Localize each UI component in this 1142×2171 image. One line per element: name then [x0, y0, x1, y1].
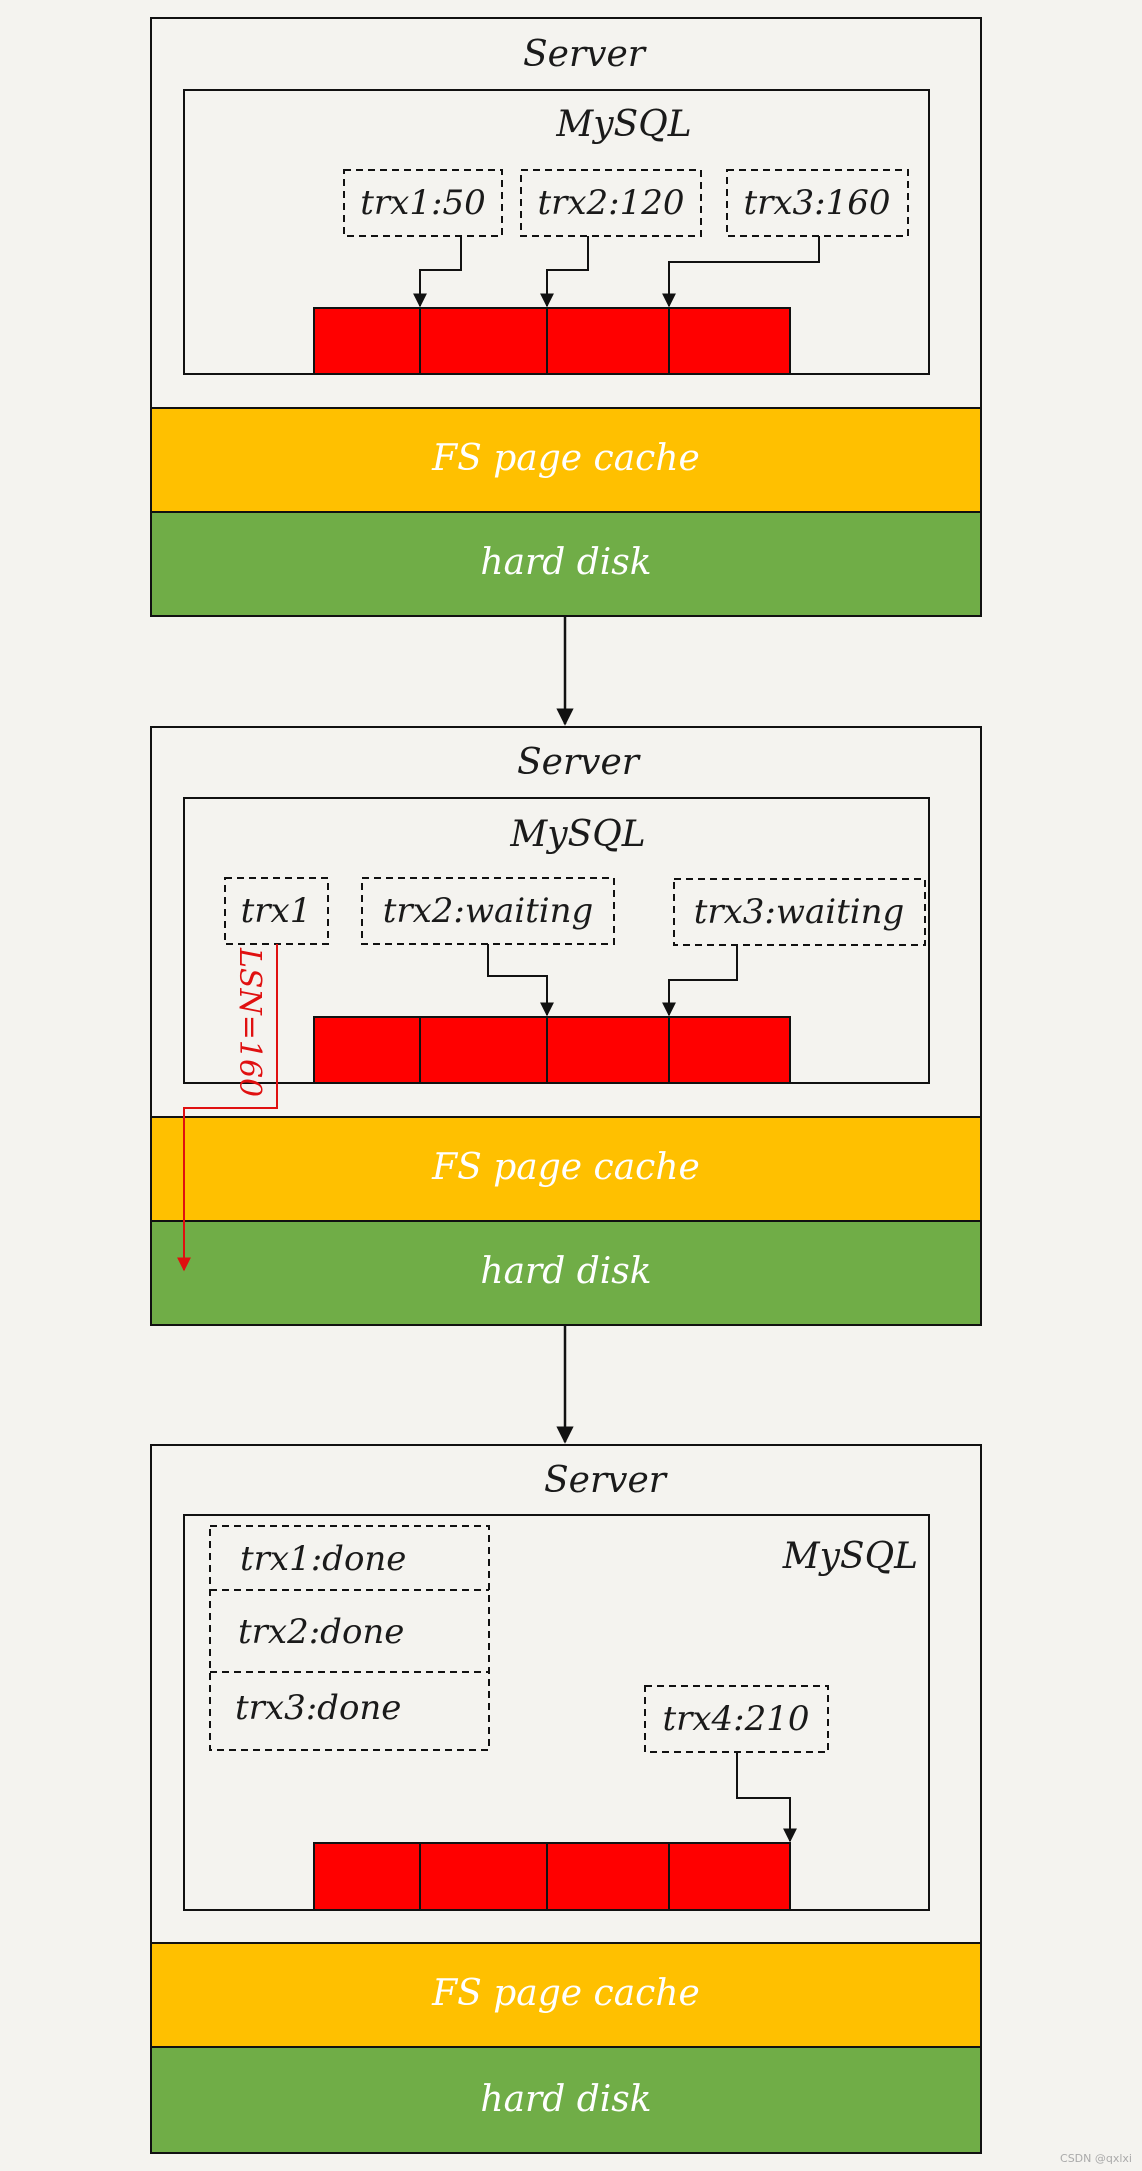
page-cache-label: FS page cache — [431, 438, 700, 479]
trx-box: trx3:160 — [726, 169, 909, 237]
server-label: Server — [523, 34, 647, 75]
log-buffer — [313, 307, 791, 375]
trx-label: trx4:210 — [662, 1699, 809, 1739]
write-arrow — [662, 945, 738, 1017]
trx-box: trx1 — [224, 877, 329, 945]
mysql-label: MySQL — [509, 814, 645, 855]
trx-label: trx3:160 — [743, 183, 890, 223]
write-arrow — [540, 236, 589, 308]
write-arrow — [487, 944, 554, 1017]
done-trx-label: trx1:done — [240, 1539, 406, 1579]
log-buffer — [313, 1016, 791, 1084]
trx-box: trx2:120 — [520, 169, 702, 237]
trx-label: trx2:120 — [537, 183, 684, 223]
page-cache-label: FS page cache — [431, 1973, 700, 2014]
trx-label: trx1 — [241, 891, 312, 931]
hard-disk-band — [150, 511, 982, 617]
write-arrow — [413, 236, 462, 308]
done-trx-label: trx3:done — [235, 1688, 401, 1728]
hard-disk-label: hard disk — [480, 1251, 651, 1292]
page-cache-label: FS page cache — [431, 1147, 700, 1188]
trx-box: trx3:waiting — [673, 878, 926, 946]
hard-disk-label: hard disk — [480, 2079, 651, 2120]
write-arrow — [736, 1752, 797, 1843]
hard-disk-label: hard disk — [480, 542, 651, 583]
hard-disk-band — [150, 1220, 982, 1326]
write-arrow — [662, 236, 820, 308]
panel-2: Server MySQL trx1 trx2:waiting trx3:wait… — [150, 726, 982, 1326]
trx-label: trx1:50 — [360, 183, 485, 223]
server-label: Server — [544, 1460, 668, 1501]
hard-disk-band — [150, 2046, 982, 2154]
done-list: trx1:done trx2:done trx3:done — [209, 1525, 490, 1751]
panel-3: Server MySQL trx1:done trx2:done trx3:do… — [150, 1444, 982, 2154]
server-label: Server — [517, 742, 641, 783]
page-cache-band — [150, 407, 982, 513]
mysql-label: MySQL — [782, 1536, 918, 1577]
page-cache-band — [150, 1942, 982, 2048]
lsn-label: LSN=160 — [232, 947, 267, 1097]
flush-arrow — [177, 944, 278, 1272]
log-buffer — [313, 1842, 791, 1911]
trx-label: trx3:waiting — [694, 892, 905, 932]
panel-1: Server MySQL trx1:50 trx2:120 trx3:160 F… — [150, 17, 982, 617]
trx-box: trx1:50 — [343, 169, 503, 237]
done-trx-label: trx2:done — [238, 1612, 404, 1652]
page-cache-band — [150, 1116, 982, 1222]
trx-box: trx4:210 — [644, 1685, 829, 1753]
trx-label: trx2:waiting — [383, 891, 594, 931]
mysql-label: MySQL — [555, 104, 691, 145]
watermark: CSDN @qxlxi — [1060, 2152, 1132, 2165]
trx-box: trx2:waiting — [361, 877, 615, 945]
